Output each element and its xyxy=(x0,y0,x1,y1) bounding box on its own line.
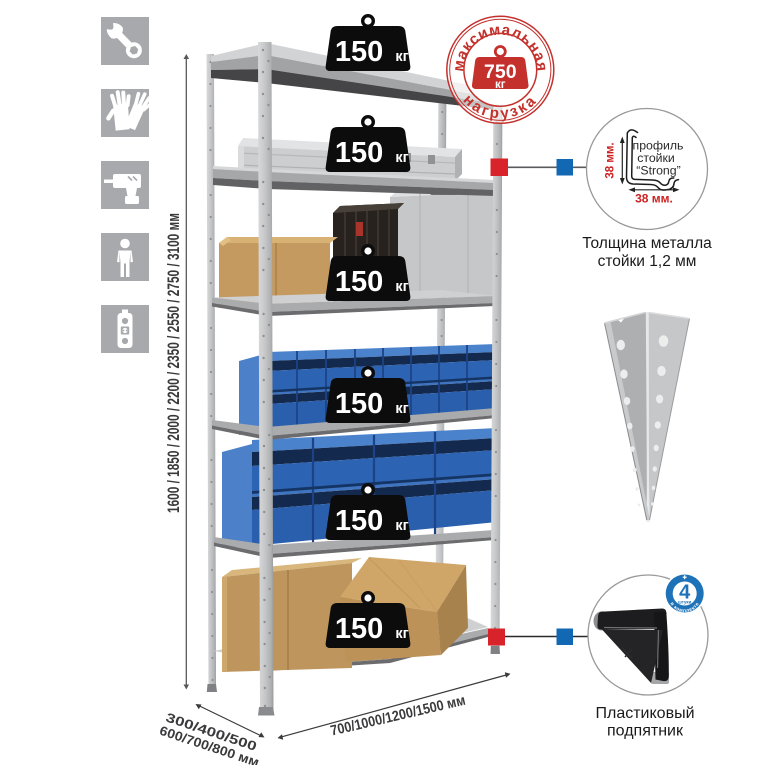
svg-text:стойки: стойки xyxy=(637,151,675,165)
svg-text:кг: кг xyxy=(495,79,506,91)
svg-text:стойки 1,2 мм: стойки 1,2 мм xyxy=(598,253,697,270)
svg-text:1600 / 1850 / 2000 / 2200 / 23: 1600 / 1850 / 2000 / 2200 / 2350 / 2550 … xyxy=(164,213,183,513)
svg-text:“Strong”: “Strong” xyxy=(636,164,680,178)
svg-text:750: 750 xyxy=(484,61,517,83)
svg-text:38 мм.: 38 мм. xyxy=(635,192,673,206)
svg-text:Пластиковый: Пластиковый xyxy=(595,705,694,722)
svg-text:кг: кг xyxy=(395,49,408,65)
svg-text:профиль: профиль xyxy=(633,139,684,153)
svg-text:4: 4 xyxy=(679,582,691,604)
svg-text:Толщина металла: Толщина металла xyxy=(582,235,712,252)
svg-text:38 мм.: 38 мм. xyxy=(605,142,617,178)
svg-text:150: 150 xyxy=(335,36,383,68)
svg-text:подпятник: подпятник xyxy=(607,723,684,740)
svg-text:штуки: штуки xyxy=(678,600,692,605)
